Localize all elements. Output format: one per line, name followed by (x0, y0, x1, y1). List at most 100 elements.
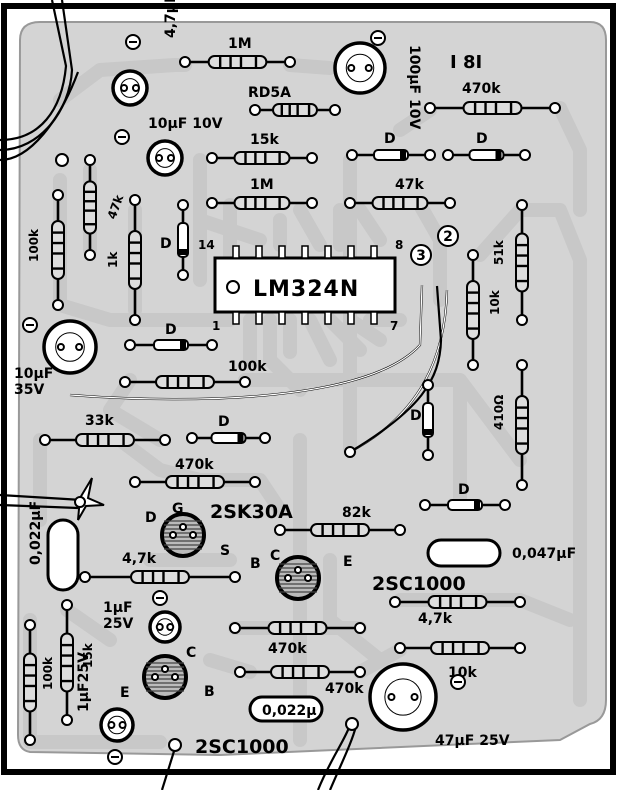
d-mid: D (124, 322, 218, 351)
ic-pins (232, 245, 378, 325)
film-capacitors: 0,022μF 0,047μF 0,022μ (28, 501, 576, 723)
q-2sc1000-top: 2SC1000 (275, 555, 466, 601)
d-vert-right-label: D (410, 408, 422, 424)
minus-1-icon (125, 34, 141, 50)
ic-pin14-label: 14 (198, 238, 215, 252)
r-100k-left: 100k (27, 189, 65, 311)
r-15k-bot-label: 15k (81, 642, 95, 668)
r-33k: 33k (39, 413, 171, 447)
r-10k-right-label: 10k (488, 289, 502, 315)
ic-pin7-label: 7 (390, 319, 398, 333)
r-100k-mid-label: 100k (228, 359, 267, 375)
d-vert-right: D (410, 379, 434, 461)
minus-7-icon (107, 749, 123, 765)
d-mid-label: D (165, 322, 177, 338)
minus-5-icon (152, 590, 168, 606)
c-1u-25v-bot-label: 1μF25V (76, 652, 92, 712)
c-10u-10v: 10μF 10V (146, 116, 223, 177)
r-470k-top-label: 470k (462, 81, 501, 97)
transistors: 2SK30A 2SC1000 2SC1000 (142, 501, 466, 758)
wire-3: 3 (410, 244, 432, 266)
ic-pin8-label: 8 (395, 238, 403, 252)
q-2sc1000-top-label: 2SC1000 (372, 573, 466, 595)
r-100k-bot-label: 100k (41, 656, 55, 690)
wire-3-label: 3 (416, 248, 426, 264)
diodes: D D D D D D D (124, 131, 531, 511)
fc-0022-bot-label: 0,022μ (262, 703, 317, 719)
ic-pin1-dot (226, 280, 240, 294)
c-1u-25v-bot: 1μF25V (76, 652, 135, 743)
r-1m-top-label: 1M (228, 36, 252, 52)
r-15k-top-label: 15k (250, 132, 279, 148)
pin-e-top: E (343, 554, 353, 570)
pin-e-bot: E (120, 685, 130, 701)
c-100u-10v: 100μF 10V (333, 41, 422, 129)
d-low: D (186, 414, 271, 444)
d-top-1: D (346, 131, 436, 161)
r-1k: 1k (106, 194, 142, 326)
d-vert-label: D (160, 236, 172, 252)
pin-b-bot: B (204, 684, 215, 700)
r-100k-mid: 100k (119, 359, 267, 389)
r-33k-label: 33k (85, 413, 114, 429)
pin-s: S (220, 543, 230, 559)
c-4u7-50v-label: 4,7μF 50V (163, 0, 179, 38)
fc-0022-bot: 0,022μ (248, 695, 324, 723)
r-100k-bot: 100k (23, 619, 55, 746)
q-2sk30a: 2SK30A (160, 501, 293, 558)
r-51k: 51k (492, 199, 529, 326)
pin-b-top: B (250, 556, 261, 572)
r-470k-top: 470k (424, 81, 561, 115)
r-100k-left-label: 100k (27, 228, 41, 262)
ic-label: LM324N (253, 277, 359, 302)
r-rd5a-label: RD5A (248, 85, 291, 101)
r-51k-label: 51k (492, 239, 506, 265)
fc-0022-left-label: 0,022μF (28, 501, 44, 565)
ic-lm324n: LM324N 14 8 1 7 (198, 238, 403, 333)
r-4k7-left: 4,7k (79, 551, 241, 584)
r-470k-low: 470k (229, 621, 366, 657)
r-470k-bot: 470k (234, 665, 366, 697)
q-2sc1000-bot: 2SC1000 (142, 654, 289, 758)
r-470k-bot-label: 470k (325, 681, 364, 697)
r-1m-mid: 1M (206, 177, 318, 210)
ic-body (213, 256, 397, 314)
pad-bottom-mid (345, 717, 359, 731)
r-10k-right: 10k (466, 249, 502, 371)
r-1m-top: 1M (179, 36, 296, 69)
r-410: 410Ω (492, 359, 529, 491)
q-2sk30a-label: 2SK30A (210, 501, 293, 523)
r-470k-mid-label: 470k (175, 457, 214, 473)
fc-0047: 0,047μF (426, 538, 576, 568)
q-2sc1000-bot-label: 2SC1000 (195, 736, 289, 758)
d-top-2: D (442, 131, 531, 161)
d-top-1-label: D (384, 131, 396, 147)
r-410-label: 410Ω (492, 395, 506, 430)
r-1m-mid-label: 1M (250, 177, 274, 193)
c-47u-25v: 47μF 25V (368, 662, 510, 749)
r-15k-top: 15k (206, 132, 318, 165)
r-rd5a: RD5A (248, 85, 341, 117)
pad-bottom-left (168, 738, 182, 752)
fc-0022-left: 0,022μF (28, 501, 80, 592)
r-47k-right-label: 47k (395, 177, 424, 193)
external-wires (0, 0, 449, 790)
c-100u-10v-label: 100μF 10V (406, 45, 422, 129)
polarity-marks (22, 30, 466, 765)
corner-marks: I 8I (450, 52, 482, 73)
wire-2-label: 2 (443, 229, 453, 245)
d-vert: D (160, 199, 189, 281)
r-4k7-left-label: 4,7k (122, 551, 157, 567)
minus-6-icon (450, 674, 466, 690)
r-470k-low-label: 470k (268, 641, 307, 657)
r-4k7-right-label: 4,7k (418, 611, 453, 627)
wire-markers: 32 (410, 225, 459, 266)
d-right: D (419, 482, 511, 511)
pin-d: D (145, 510, 157, 526)
